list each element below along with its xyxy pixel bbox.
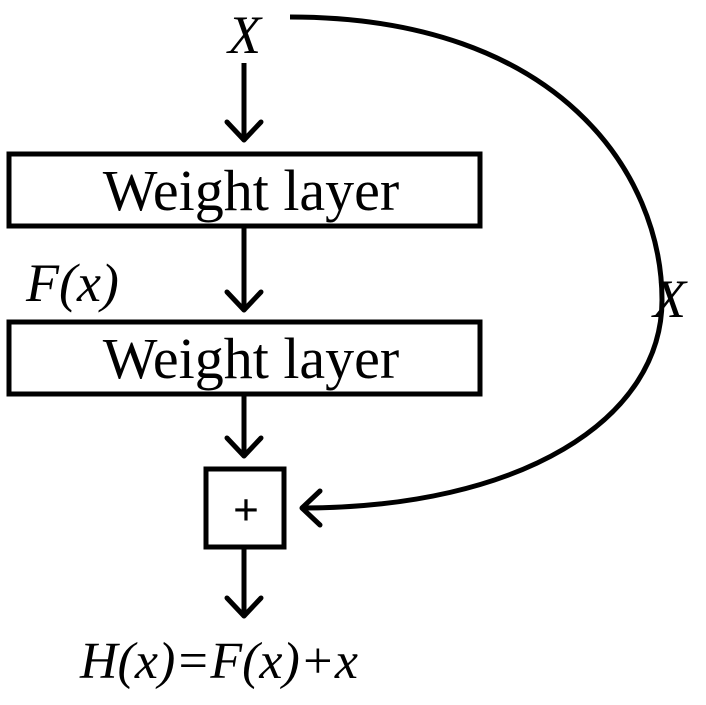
weight-layer-2-label: Weight layer xyxy=(102,326,400,391)
sum-node-box xyxy=(203,466,287,550)
skip-connection-curve xyxy=(289,14,665,528)
sum-plus-symbol: + xyxy=(232,484,260,535)
residual-function-label: F(x) xyxy=(26,253,119,313)
weight-layer-1-label: Weight layer xyxy=(102,158,400,223)
weight-layer-2-box xyxy=(6,319,483,397)
weight-layer-1-box xyxy=(6,151,483,229)
skip-x-label: X xyxy=(653,269,686,329)
output-equation-label: H(x)=F(x)+x xyxy=(80,633,359,690)
input-x-label: X xyxy=(228,5,261,65)
